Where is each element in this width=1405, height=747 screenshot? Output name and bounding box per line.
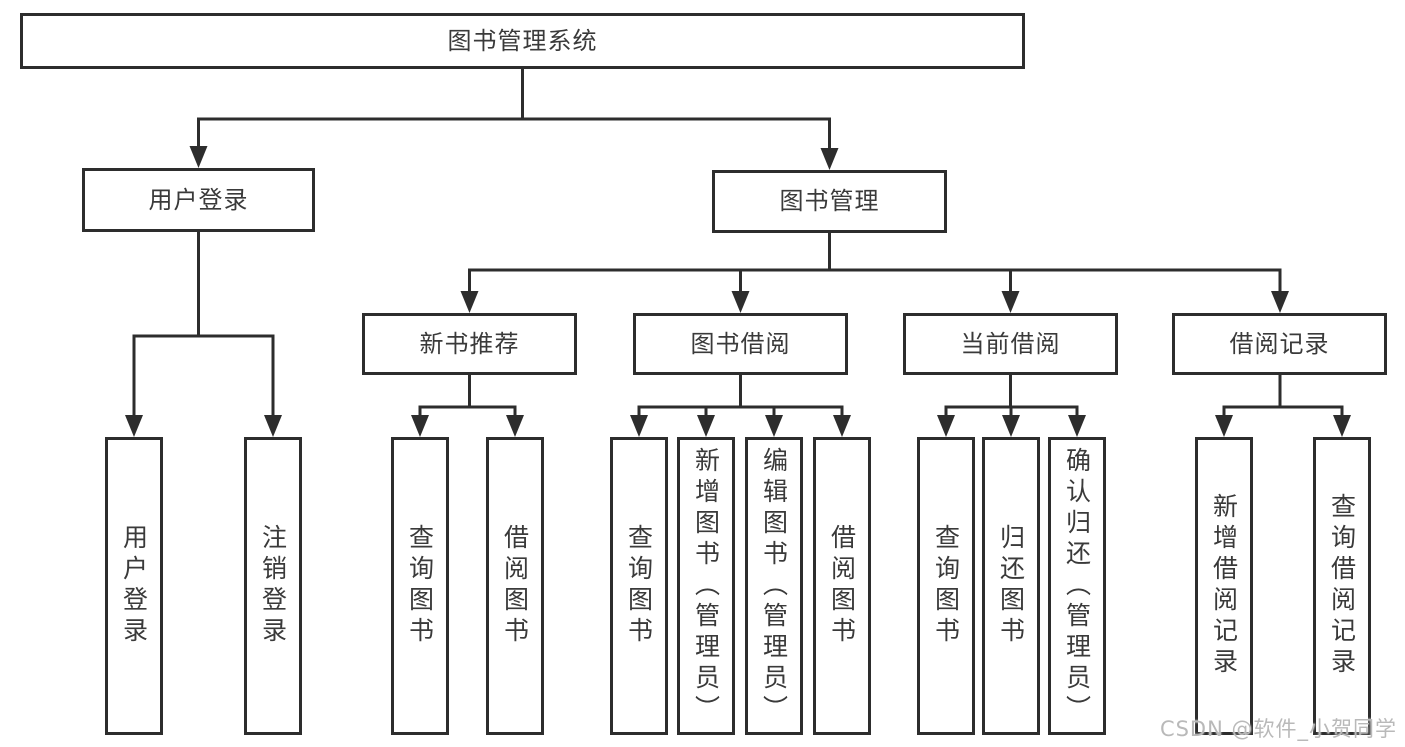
leaf-edit-books-admin: 编辑图书（管理员） <box>745 437 803 735</box>
node-borrow-records: 借阅记录 <box>1172 313 1387 375</box>
node-current-borrow: 当前借阅 <box>903 313 1118 375</box>
leaf-return-books: 归还图书 <box>982 437 1040 735</box>
leaf-borrow-books-recommend: 借阅图书 <box>486 437 544 735</box>
node-user-login: 用户登录 <box>82 168 315 232</box>
leaf-borrow-books: 借阅图书 <box>813 437 871 735</box>
leaf-logout: 注销登录 <box>244 437 302 735</box>
node-new-book-recommend: 新书推荐 <box>362 313 577 375</box>
leaf-query-books-current: 查询图书 <box>917 437 975 735</box>
csdn-watermark: CSDN @软件_小贺同学 <box>1159 717 1397 741</box>
leaf-query-books-recommend: 查询图书 <box>391 437 449 735</box>
leaf-user-login: 用户登录 <box>105 437 163 735</box>
node-library-system: 图书管理系统 <box>20 13 1025 69</box>
leaf-query-books-borrow: 查询图书 <box>610 437 668 735</box>
node-book-management: 图书管理 <box>712 170 947 233</box>
leaf-confirm-return-admin: 确认归还（管理员） <box>1048 437 1106 735</box>
node-book-borrow: 图书借阅 <box>633 313 848 375</box>
leaf-add-books-admin: 新增图书（管理员） <box>677 437 735 735</box>
leaf-add-borrow-record: 新增借阅记录 <box>1195 437 1253 735</box>
leaf-query-borrow-record: 查询借阅记录 <box>1313 437 1371 735</box>
